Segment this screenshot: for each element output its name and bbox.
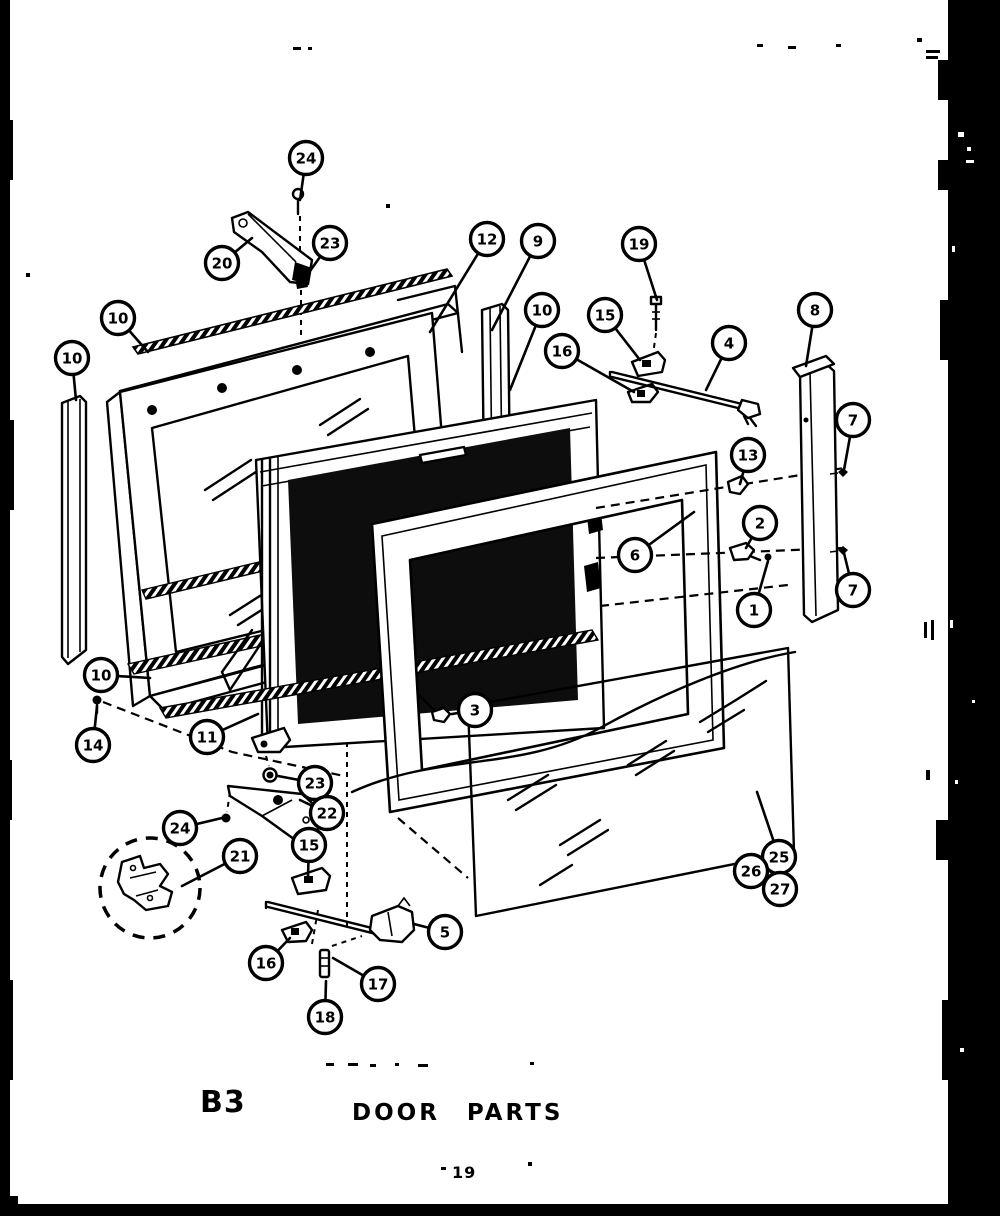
magnified-hinge-detail <box>98 836 202 940</box>
callout-23: 23 <box>296 764 334 802</box>
svg-text:24: 24 <box>296 150 317 168</box>
callout-19: 19 <box>620 225 658 263</box>
screw-1 <box>764 553 772 561</box>
callout-24: 24 <box>161 809 199 847</box>
lower-rail-hatch <box>158 629 600 719</box>
callout-16: 16 <box>247 944 285 982</box>
latch-body-5 <box>368 904 416 944</box>
screw-14 <box>92 695 102 705</box>
callout-13: 13 <box>729 436 767 474</box>
svg-text:26: 26 <box>741 863 762 881</box>
svg-text:7: 7 <box>848 582 858 600</box>
callout-21: 21 <box>221 837 259 875</box>
svg-text:15: 15 <box>299 837 320 855</box>
callout-1: 1 <box>735 591 773 629</box>
svg-text:11: 11 <box>197 729 218 747</box>
clip-13 <box>726 474 750 496</box>
callout-6: 6 <box>616 536 654 574</box>
alignment-dashed-lines <box>346 466 845 930</box>
callout-22: 22 <box>308 794 346 832</box>
svg-text:10: 10 <box>532 302 553 320</box>
svg-text:18: 18 <box>315 1009 336 1027</box>
callout-3: 3 <box>456 691 494 729</box>
svg-text:25: 25 <box>769 849 790 867</box>
upper-latch-assembly <box>608 295 762 428</box>
svg-text:27: 27 <box>770 881 791 899</box>
callout-15: 15 <box>290 826 328 864</box>
callout-9: 9 <box>519 222 557 260</box>
svg-text:8: 8 <box>810 302 820 320</box>
svg-text:10: 10 <box>108 310 129 328</box>
svg-text:22: 22 <box>317 805 338 823</box>
callout-7: 7 <box>834 571 872 609</box>
svg-text:16: 16 <box>552 343 573 361</box>
svg-text:13: 13 <box>738 447 759 465</box>
callout-12: 12 <box>468 220 506 258</box>
svg-text:10: 10 <box>62 350 83 368</box>
screw-7-lower <box>838 546 848 555</box>
callout-14: 14 <box>74 726 112 764</box>
svg-text:12: 12 <box>477 231 498 249</box>
callout-5: 5 <box>426 913 464 951</box>
svg-text:14: 14 <box>83 737 104 755</box>
callout-23: 23 <box>311 224 349 262</box>
screw-23-bottom <box>266 771 274 779</box>
svg-text:7: 7 <box>848 412 858 430</box>
callout-10: 10 <box>53 339 91 377</box>
clip-2 <box>728 541 756 562</box>
callout-4: 4 <box>710 324 748 362</box>
callout-16: 16 <box>543 332 581 370</box>
latch-rod-4 <box>608 370 762 428</box>
callout-18: 18 <box>306 998 344 1036</box>
svg-text:4: 4 <box>724 335 734 353</box>
svg-text:2: 2 <box>755 515 765 533</box>
callout-24: 24 <box>287 139 325 177</box>
retainer-clips <box>726 474 772 562</box>
screw-3 <box>418 694 452 724</box>
callout-17: 17 <box>359 965 397 1003</box>
page-number: 19 <box>452 1163 476 1182</box>
svg-text:5: 5 <box>440 924 450 942</box>
vent-slot <box>418 445 468 465</box>
svg-text:17: 17 <box>368 976 389 994</box>
panel-screws <box>147 347 375 415</box>
pin-17 <box>318 948 331 979</box>
svg-text:23: 23 <box>305 775 326 793</box>
page-title: DOOR PARTS <box>352 1100 563 1126</box>
svg-text:23: 23 <box>320 235 341 253</box>
callout-10: 10 <box>523 291 561 329</box>
svg-text:19: 19 <box>629 236 650 254</box>
svg-text:9: 9 <box>533 233 543 251</box>
svg-text:3: 3 <box>470 702 480 720</box>
svg-text:21: 21 <box>230 848 251 866</box>
svg-text:16: 16 <box>256 955 277 973</box>
callout-10: 10 <box>82 656 120 694</box>
callout-11: 11 <box>188 718 226 756</box>
callout-10: 10 <box>99 299 137 337</box>
callout-26: 26 <box>732 852 770 890</box>
glass-shine-marks-2 <box>506 679 768 887</box>
screw-7-upper <box>838 468 848 477</box>
callout-27: 27 <box>761 870 799 908</box>
svg-text:15: 15 <box>595 307 616 325</box>
door-liner-frame <box>370 450 726 814</box>
svg-text:10: 10 <box>91 667 112 685</box>
callout-8: 8 <box>796 291 834 329</box>
callout-20: 20 <box>203 244 241 282</box>
figure-label: B3 <box>200 1085 246 1120</box>
left-trim-strip <box>60 394 88 666</box>
callout-7: 7 <box>834 401 872 439</box>
callout-2: 2 <box>741 504 779 542</box>
screw-24-bottom <box>221 813 231 823</box>
callout-15: 15 <box>586 296 624 334</box>
handle-bar <box>791 354 848 624</box>
svg-text:6: 6 <box>630 547 640 565</box>
scan-noise-specks <box>26 38 940 1170</box>
svg-text:1: 1 <box>749 602 759 620</box>
svg-text:20: 20 <box>212 255 233 273</box>
svg-text:24: 24 <box>170 820 191 838</box>
